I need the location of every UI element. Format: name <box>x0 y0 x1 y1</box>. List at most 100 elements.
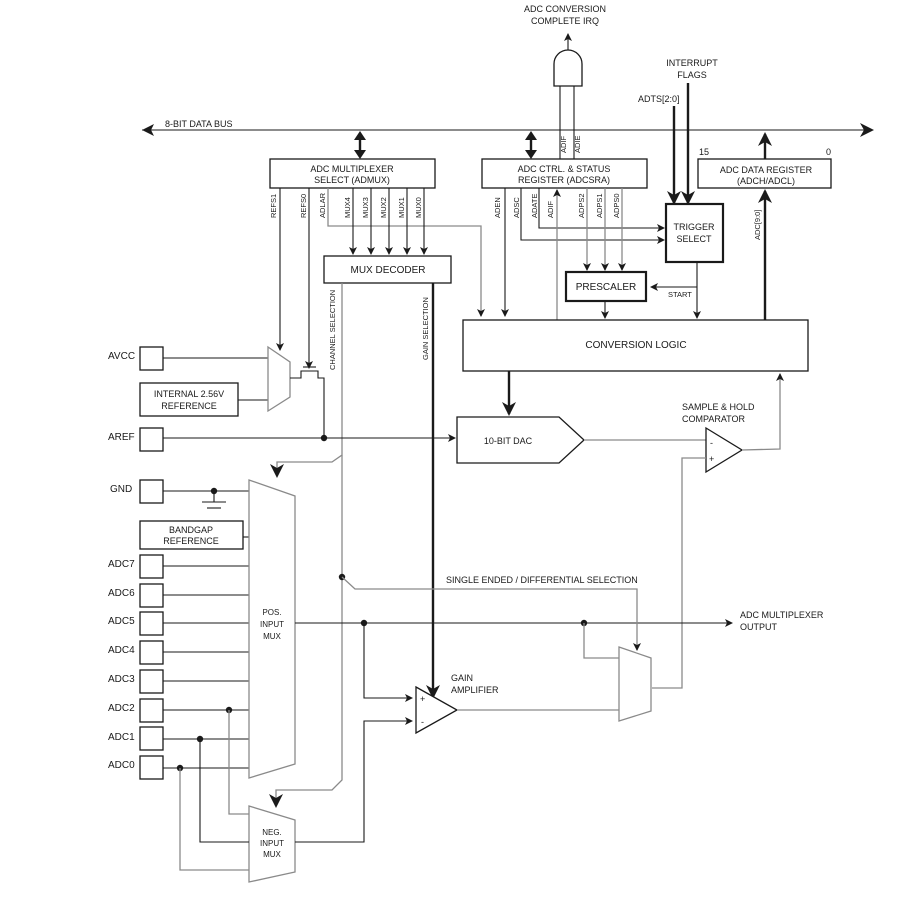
pos-mux-line2: INPUT <box>260 620 284 629</box>
adif-irq-label: ADIF <box>559 135 568 153</box>
start-label: START <box>668 290 692 299</box>
bandgap-line2: REFERENCE <box>163 536 219 546</box>
gain-amp-minus: - <box>421 717 424 727</box>
adc7-pin: ADC7 <box>108 554 164 579</box>
adc2-label: ADC2 <box>108 703 135 714</box>
bit-adate: ADATE <box>530 194 539 218</box>
bit-adps0: ADPS0 <box>612 193 621 218</box>
mux-output-line1: ADC MULTIPLEXER <box>740 610 824 620</box>
admux-bus-arrow <box>354 131 366 159</box>
bit-adsc: ADSC <box>512 197 521 218</box>
adc2-pin: ADC2 <box>108 698 164 723</box>
internal-ref-line1: INTERNAL 2.56V <box>154 389 224 399</box>
bit-mux2: MUX2 <box>379 197 388 218</box>
admux-title-line2: SELECT (ADMUX) <box>314 175 390 185</box>
bit-adps2: ADPS2 <box>577 193 586 218</box>
avcc-label: AVCC <box>108 351 135 362</box>
bit-refs1: REFS1 <box>269 194 278 218</box>
output-select-mux <box>618 646 652 722</box>
gain-amp-plus: + <box>420 694 425 704</box>
gain-amp-line2: AMPLIFIER <box>451 685 499 695</box>
adc1-label: ADC1 <box>108 732 135 743</box>
conversion-logic-label: CONVERSION LOGIC <box>585 340 686 351</box>
trigger-select-line2: SELECT <box>676 234 712 244</box>
comparator-minus: - <box>710 438 713 448</box>
neg-mux-line3: MUX <box>263 850 281 859</box>
neg-mux-line1: NEG. <box>262 828 282 837</box>
admux-register: ADC MULTIPLEXER SELECT (ADMUX) <box>269 158 436 189</box>
data-register-line1: ADC DATA REGISTER <box>720 165 813 175</box>
prescaler-block: PRESCALER <box>564 270 648 303</box>
bit-mux1: MUX1 <box>397 197 406 218</box>
internal-ref-line2: REFERENCE <box>161 401 217 411</box>
adc3-label: ADC3 <box>108 674 135 685</box>
gain-amp-line1: GAIN <box>451 673 473 683</box>
comparator-label-line1: SAMPLE & HOLD <box>682 402 755 412</box>
bit-mux3: MUX3 <box>361 197 370 218</box>
trigger-select-block: TRIGGER SELECT <box>664 202 725 264</box>
trigger-inputs: INTERRUPT FLAGS ADTS[2:0] <box>638 58 718 205</box>
adcsra-register: ADC CTRL. & STATUS REGISTER (ADCSRA) <box>481 158 648 189</box>
data-bus-left-arrow <box>142 124 154 136</box>
adc5-label: ADC5 <box>108 616 135 627</box>
channel-selection-label: CHANNEL SELECTION <box>328 290 337 370</box>
negative-input-mux: NEG. INPUT MUX <box>248 805 296 883</box>
interrupt-flags-line1: INTERRUPT <box>666 58 718 68</box>
admux-title-line1: ADC MULTIPLEXER <box>310 164 394 174</box>
comparator: SAMPLE & HOLD COMPARATOR - + <box>682 402 755 474</box>
adcsra-title-line2: REGISTER (ADCSRA) <box>518 175 610 185</box>
adcsra-bit-labels: ADEN ADSC ADATE ADIF ADPS2 ADPS1 ADPS0 <box>493 193 621 218</box>
adcsra-title-line1: ADC CTRL. & STATUS <box>518 164 611 174</box>
adc-bus-label: ADC[9:0] <box>753 210 762 240</box>
adc5-pin: ADC5 <box>108 611 164 636</box>
adc1-pin: ADC1 <box>108 726 164 751</box>
data-register-lsb: 0 <box>826 147 831 157</box>
adc4-label: ADC4 <box>108 645 135 656</box>
bit-aden: ADEN <box>493 197 502 218</box>
adc-data-register: 15 0 ADC DATA REGISTER (ADCH/ADCL) <box>697 147 832 189</box>
comparator-plus: + <box>709 454 714 464</box>
dac-block: 10-BIT DAC <box>456 416 585 464</box>
single-diff-label: SINGLE ENDED / DIFFERENTIAL SELECTION <box>446 575 638 585</box>
admux-bit-labels: REFS1 REFS0 ADLAR MUX4 MUX3 MUX2 MUX1 MU… <box>269 192 423 218</box>
aref-pin: AREF <box>108 427 164 452</box>
pos-mux-line1: POS. <box>262 608 281 617</box>
adc6-label: ADC6 <box>108 588 135 599</box>
internal-ref-block: INTERNAL 2.56V REFERENCE <box>139 382 239 417</box>
adc6-pin: ADC6 <box>108 583 164 608</box>
bandgap-block: BANDGAP REFERENCE <box>139 520 244 550</box>
data-register-msb: 15 <box>699 147 709 157</box>
interrupt-flags-line2: FLAGS <box>677 70 707 80</box>
adts-label: ADTS[2:0] <box>638 94 680 104</box>
avcc-pin: AVCC <box>108 346 164 371</box>
irq-label-line2: COMPLETE IRQ <box>531 16 599 26</box>
bit-mux4: MUX4 <box>343 197 352 218</box>
dac-label: 10-BIT DAC <box>484 436 533 446</box>
pos-mux-line3: MUX <box>263 632 281 641</box>
adc0-label: ADC0 <box>108 760 135 771</box>
data-bus-label: 8-BIT DATA BUS <box>165 119 233 129</box>
data-register-line2: (ADCH/ADCL) <box>737 176 795 186</box>
adc4-pin: ADC4 <box>108 640 164 665</box>
irq-and-gate: ADC CONVERSION COMPLETE IRQ ADIF ADIE <box>524 4 606 159</box>
trigger-select-line1: TRIGGER <box>673 222 715 232</box>
and-gate-shape <box>553 49 583 87</box>
positive-input-mux: POS. INPUT MUX <box>248 479 296 779</box>
adie-irq-label: ADIE <box>573 135 582 153</box>
irq-label-line1: ADC CONVERSION <box>524 4 606 14</box>
bit-adif: ADIF <box>546 200 555 218</box>
comparator-label-line2: COMPARATOR <box>682 414 746 424</box>
mux-output-label: ADC MULTIPLEXER OUTPUT <box>740 610 824 632</box>
gnd-label: GND <box>110 484 132 495</box>
mux-output-line2: OUTPUT <box>740 622 778 632</box>
prescaler-label: PRESCALER <box>576 282 637 293</box>
gain-selection-label: GAIN SELECTION <box>421 297 430 360</box>
conversion-logic-block: CONVERSION LOGIC <box>462 319 809 372</box>
gain-amplifier: GAIN AMPLIFIER + - <box>415 673 499 735</box>
mux-decoder-block: MUX DECODER <box>323 255 452 284</box>
reference-mux <box>267 345 291 413</box>
adc0-pin: ADC0 <box>108 755 164 780</box>
bit-adlar: ADLAR <box>318 192 327 218</box>
gnd-pin: GND <box>110 479 164 504</box>
